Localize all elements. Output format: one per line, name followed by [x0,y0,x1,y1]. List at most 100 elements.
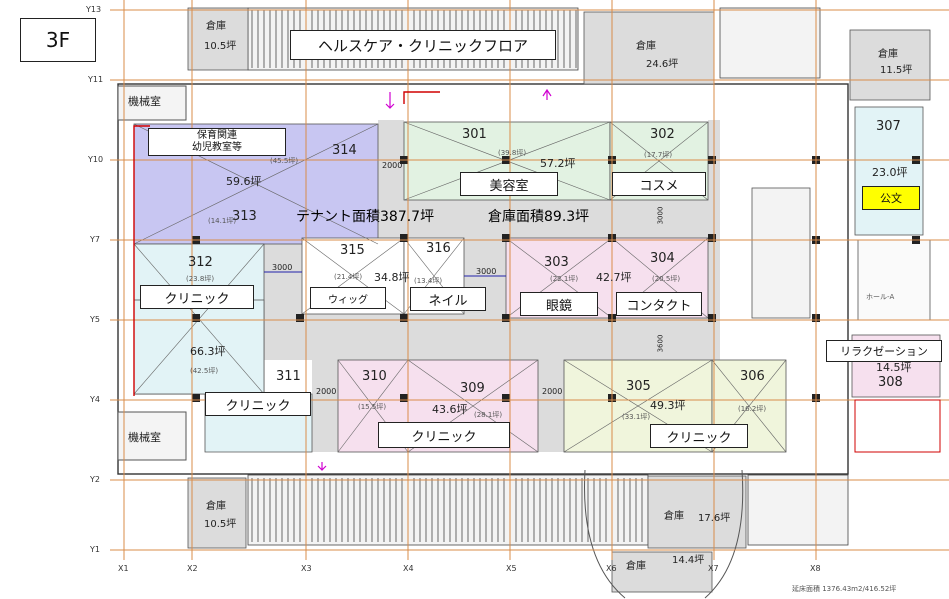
room-305-sub: (33.1坪) [622,413,651,421]
room-305-sign: クリニック [650,424,748,448]
outer-wall [117,83,849,475]
room-301-area: 57.2坪 [540,157,576,170]
room-315-area: 34.8坪 [374,271,410,284]
column [708,234,716,242]
storage-shapes [187,7,931,593]
room-309-number: 309 [460,381,485,396]
column [400,314,408,322]
room-314-sub: (45.5坪) [270,157,299,165]
y-axis-label: Y7 [90,235,100,244]
room-308-number: 308 [878,375,903,390]
atrium-curve [584,469,744,599]
column [708,314,716,322]
room-316-number: 316 [426,241,451,256]
room-305-area: 49.3坪 [650,399,686,412]
room-307-area: 23.0坪 [872,166,908,179]
room-309-sub: (28.1坪) [474,411,503,419]
room-310-sub: (15.5坪) [358,403,387,411]
x-axis-label: X5 [506,564,517,573]
x-axis-label: X1 [118,564,129,573]
storage-top-right-label: 倉庫 [878,49,898,60]
y-axis-label: Y5 [90,315,100,324]
room-313-sub: (14.1坪) [208,217,237,225]
storage-bottom-area: 14.4坪 [672,555,705,566]
column [296,314,304,322]
storage-bottom-left-area: 10.5坪 [204,519,237,530]
room-308-sign: リラクゼーション [826,340,942,362]
storage-top-left-area: 10.5坪 [204,41,237,52]
stair-hatching-bottom [247,474,849,546]
room-309-sign: クリニック [378,422,510,448]
room-305-number: 305 [626,379,651,394]
y-axis-label: Y4 [90,395,100,404]
x-axis-label: X8 [810,564,821,573]
x-axis-label: X3 [301,564,312,573]
room-314-sign: 保育関連 幼児教室等 [148,128,286,156]
y-axis-label: Y1 [90,545,100,554]
room-diagonal [337,359,409,453]
corridor-lower-right [538,360,564,452]
machine-room-upper [117,85,187,121]
room-314-number: 314 [332,143,357,158]
room-312-sub: (23.8坪) [186,275,215,283]
escalator-area [751,187,931,321]
width-dimension-upper: 2000 [382,161,403,170]
room-313-number: 313 [232,209,257,224]
hall-label: ホール-A [866,293,895,301]
column [400,234,408,242]
column [502,314,510,322]
floor-title: ヘルスケア・クリニックフロア [290,30,556,60]
x-axis-label: X2 [187,564,198,573]
door-markers [317,88,552,471]
footer-note: 延床面積 1376.43m2/416.52坪 [792,585,897,593]
y-axis-label: Y11 [88,75,104,84]
room-308-area: 14.5坪 [876,361,912,374]
storage-top-center-area: 24.6坪 [646,59,679,70]
room-315-sign: ウィッグ [310,287,386,309]
floor-label: 3F [20,18,96,62]
x-axis-label: X4 [403,564,414,573]
room-306-number: 306 [740,369,765,384]
room-314-sign-line2: 幼児教室等 [192,142,242,153]
red-wall-left [133,125,150,396]
y-axis-label: Y13 [86,5,102,14]
width-dimension-vert-lower: 3600 [656,334,665,353]
room-316-sub: (13.4坪) [414,277,443,285]
corridor-lower-left [312,360,338,452]
width-dimension-vert-upper: 3000 [656,206,665,225]
storage-bottom-center-label: 倉庫 [664,511,684,522]
tenant-area-total: テナント面積387.7坪 [296,209,435,225]
room-311-number: 311 [276,369,301,384]
machine-room-lower [117,411,187,461]
room-302-number: 302 [650,127,675,142]
room-314-area: 59.6坪 [226,175,262,188]
room-302-sub: (17.7坪) [644,151,673,159]
storage-top-center-label: 倉庫 [636,41,656,52]
room-312-sign: クリニック [140,285,254,309]
room-307-shape [854,106,924,236]
room-311-area: 66.3坪 [190,345,226,358]
storage-area-total: 倉庫面積89.3坪 [488,209,590,225]
width-dimension-mid: 3000 [476,267,497,276]
column [192,394,200,402]
room-303-sign: 眼鏡 [520,292,598,316]
room-309-area: 43.6坪 [432,403,468,416]
room-diagonal [133,123,379,245]
room-diagonal [563,359,713,453]
machine-room-upper-label: 機械室 [128,95,161,108]
room-315-number: 315 [340,243,365,258]
room-303-number: 303 [544,255,569,270]
room-304-number: 304 [650,251,675,266]
room-310-number: 310 [362,369,387,384]
room-304-sign: コンタクト [616,292,702,316]
room-303-area: 42.7坪 [596,271,632,284]
room-302-sign: コスメ [612,172,706,196]
room-316-sign: ネイル [410,287,486,311]
width-dimension-left: 3000 [272,263,293,272]
machine-room-lower-label: 機械室 [128,431,161,444]
x-axis-label: X7 [708,564,719,573]
room-312-number: 312 [188,255,213,270]
width-dimension-309: 2000 [542,387,563,396]
room-314-sign-line1: 保育関連 [197,129,237,141]
